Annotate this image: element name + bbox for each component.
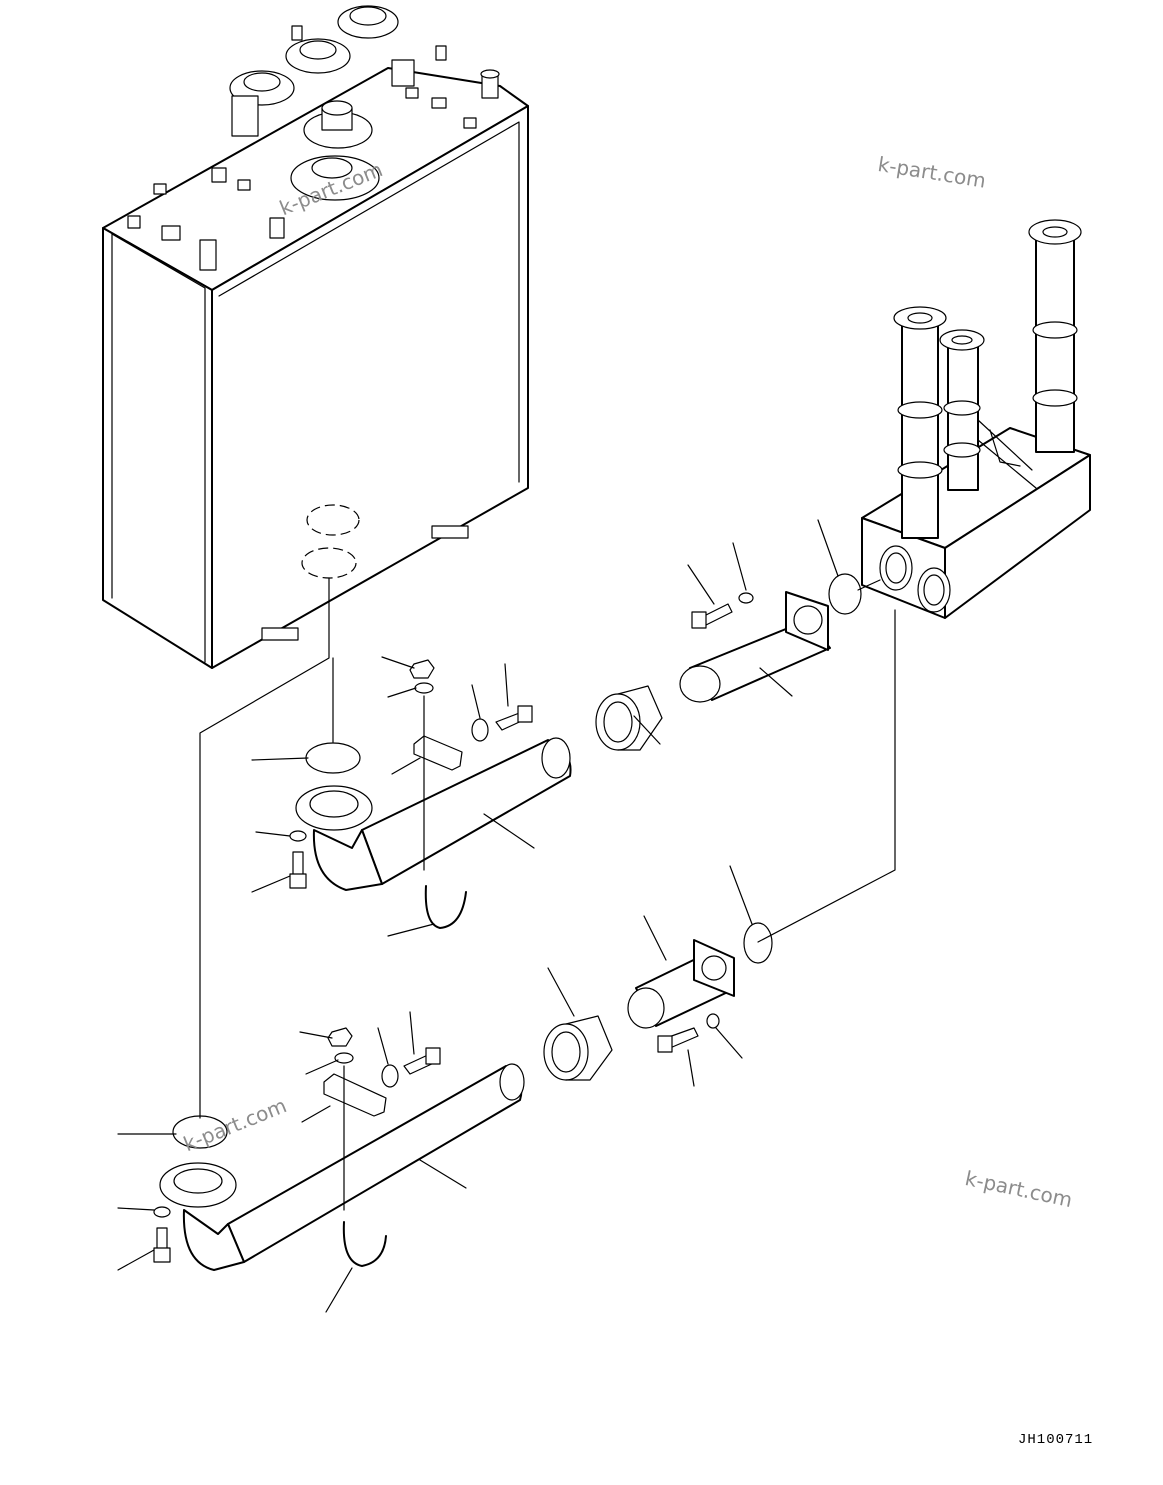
pump-manifold [861, 219, 1091, 619]
upper-suction-pipe-assembly [289, 573, 862, 929]
tank-top-fittings [127, 5, 500, 271]
hydraulic-tank [102, 5, 529, 669]
tank-o-ring-dashed-1 [306, 504, 360, 536]
leader-lines [117, 519, 839, 1313]
drawing-code-label: JH100711 [1018, 1432, 1094, 1448]
lower-suction-pipe-assembly [153, 922, 773, 1271]
assembly-lines [199, 577, 896, 1211]
